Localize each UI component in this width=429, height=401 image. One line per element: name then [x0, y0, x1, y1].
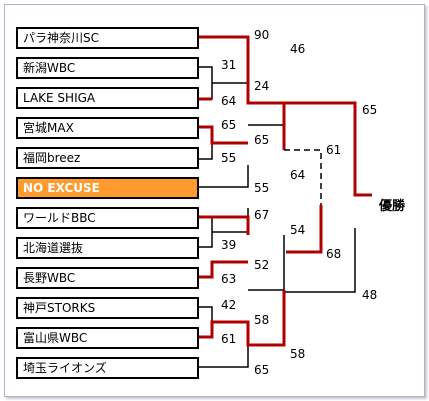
score-label: 64: [221, 94, 237, 108]
team-row: 新潟WBC: [16, 57, 199, 79]
team-row: 長野WBC: [16, 267, 199, 289]
score-label: 65: [254, 133, 270, 147]
score-label: 48: [362, 288, 378, 302]
winner-line: [196, 125, 248, 145]
team-row: 北海道選抜: [16, 237, 199, 259]
team-row: LAKE SHIGA: [16, 87, 199, 109]
score-label: 46: [290, 42, 306, 56]
connector-line: [196, 165, 249, 188]
winner-line: [284, 101, 372, 197]
team-row: 富山県WBC: [16, 327, 199, 349]
team-row: ワールドBBC: [16, 207, 199, 229]
winner-line: [196, 290, 286, 347]
score-label: 52: [254, 258, 270, 272]
score-label: 68: [326, 247, 342, 261]
winner-line: [286, 205, 323, 254]
score-label: 24: [254, 79, 270, 93]
score-label: 58: [254, 313, 270, 327]
score-label: 61: [326, 143, 342, 157]
score-label: 90: [254, 28, 270, 42]
dashed-line: [284, 149, 322, 205]
score-label: 67: [254, 208, 270, 222]
score-label: 54: [290, 223, 306, 237]
winner-line: [196, 35, 284, 105]
score-label: 65: [362, 103, 378, 117]
team-row: 神戸STORKS: [16, 297, 199, 319]
score-label: 64: [290, 168, 306, 182]
connector-line: [212, 208, 249, 233]
team-row: パラ神奈川SC: [16, 27, 199, 49]
score-label: 55: [254, 181, 270, 195]
score-label: 63: [221, 272, 237, 286]
winner-line: [196, 215, 250, 235]
score-label: 39: [221, 238, 237, 252]
score-label: 58: [290, 347, 306, 361]
winner-line: [196, 260, 248, 279]
connector-line: [284, 228, 356, 293]
score-label: 61: [221, 332, 237, 346]
score-label: 31: [221, 58, 237, 72]
team-row-highlight: NO EXCUSE: [16, 177, 199, 199]
score-label: 65: [254, 363, 270, 377]
connector-line: [196, 345, 249, 368]
team-row: 埼玉ライオンズ: [16, 357, 199, 379]
team-row: 宮城MAX: [16, 117, 199, 139]
champion-label: 優勝: [379, 199, 406, 214]
team-row: 福岡breez: [16, 147, 199, 169]
score-label: 65: [221, 118, 237, 132]
score-label: 55: [221, 151, 237, 165]
score-label: 42: [221, 298, 237, 312]
